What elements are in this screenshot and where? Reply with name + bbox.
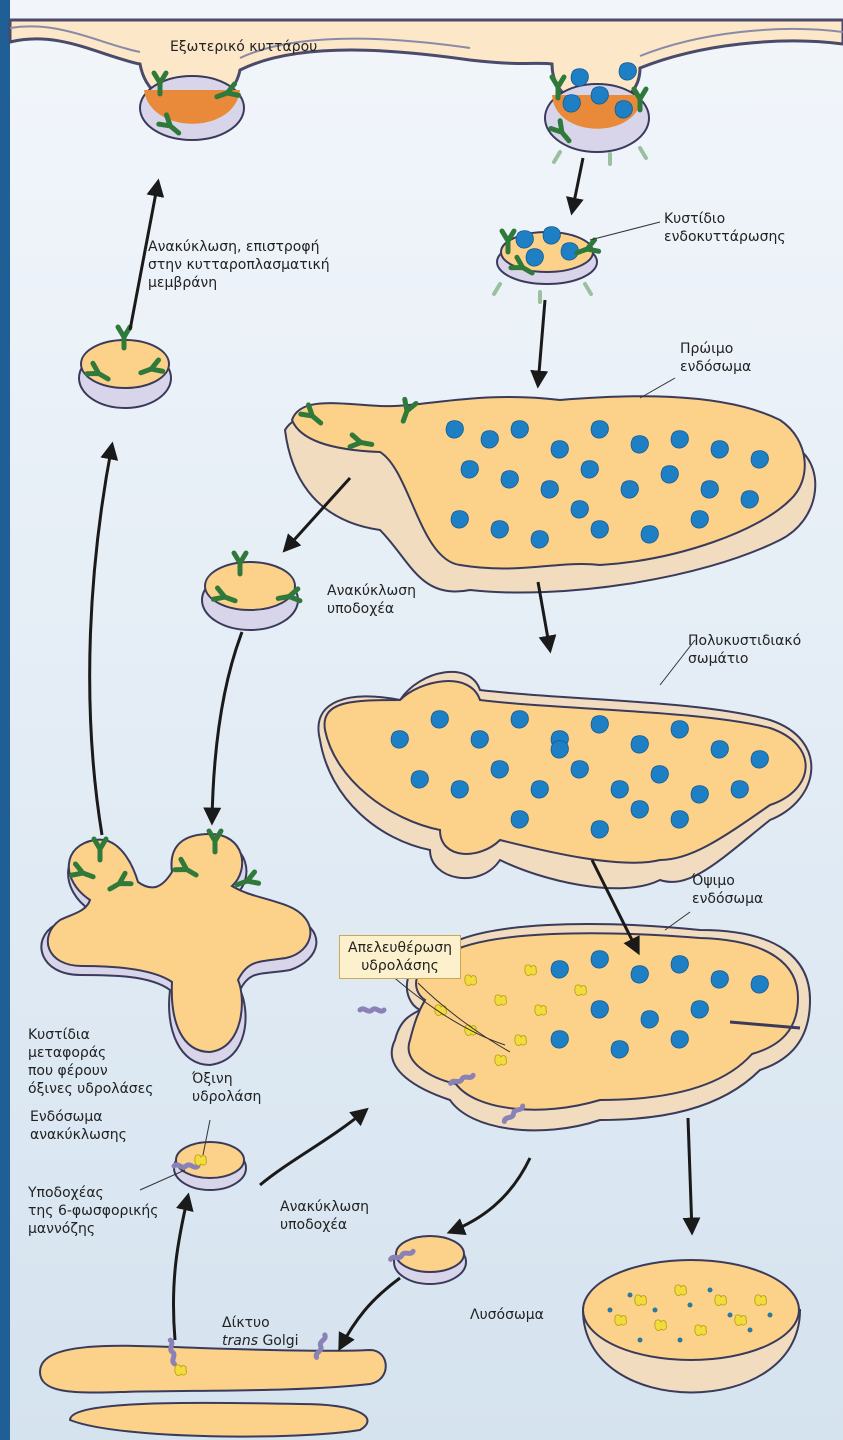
label-trans-golgi-italic: trans bbox=[222, 1333, 258, 1349]
label-recycling-return: Ανακύκλωση, επιστροφή στην κυτταροπλασμα… bbox=[148, 238, 330, 292]
trans-golgi-network bbox=[40, 1334, 386, 1436]
recycling-vesicle-top bbox=[79, 327, 171, 408]
label-receptor-recycling-bottom: Ανακύκλωση υποδοχέα bbox=[280, 1198, 369, 1234]
label-trans-golgi-line1: Δίκτυο bbox=[222, 1315, 270, 1331]
label-endocytic-vesicle: Κυστίδιο ενδοκυττάρωσης bbox=[664, 210, 786, 246]
label-trans-golgi-network: Δίκτυο trans Golgi bbox=[222, 1314, 299, 1350]
label-late-endosome: Όψιμο ενδόσωμα bbox=[692, 872, 763, 908]
label-receptor-recycling-top: Ανακύκλωση υποδοχέα bbox=[327, 582, 416, 618]
endocytic-vesicle bbox=[494, 227, 599, 302]
lysosome bbox=[583, 1260, 800, 1393]
label-early-endosome: Πρώιμο ενδόσωμα bbox=[680, 340, 751, 376]
plasma-membrane bbox=[10, 20, 843, 107]
label-transport-vesicles: Κυστίδια μεταφοράς που φέρουν όξινες υδρ… bbox=[28, 1026, 153, 1098]
label-lysosome: Λυσόσωμα bbox=[470, 1306, 544, 1324]
label-cell-exterior: Εξωτερικό κυττάρου bbox=[170, 38, 317, 56]
label-acid-hydrolase: Όξινη υδρολάση bbox=[192, 1070, 261, 1106]
label-m6p-receptor: Υποδοχέας της 6-φωσφορικής μαννόζης bbox=[28, 1184, 159, 1238]
label-recycling-endosome: Ενδόσωμα ανακύκλωσης bbox=[30, 1108, 127, 1144]
hydrolase-transport-vesicle bbox=[174, 1142, 246, 1190]
label-hydrolase-release: Απελευθέρωση υδρολάσης bbox=[339, 935, 461, 979]
early-endosome bbox=[285, 396, 815, 592]
m6p-receptor-recycling-vesicle bbox=[390, 1236, 466, 1284]
label-trans-golgi-line2: Golgi bbox=[258, 1333, 299, 1349]
label-multivesicular-body: Πολυκυστιδιακό σωμάτιο bbox=[688, 632, 801, 668]
receptor-recycling-vesicle bbox=[202, 553, 300, 630]
